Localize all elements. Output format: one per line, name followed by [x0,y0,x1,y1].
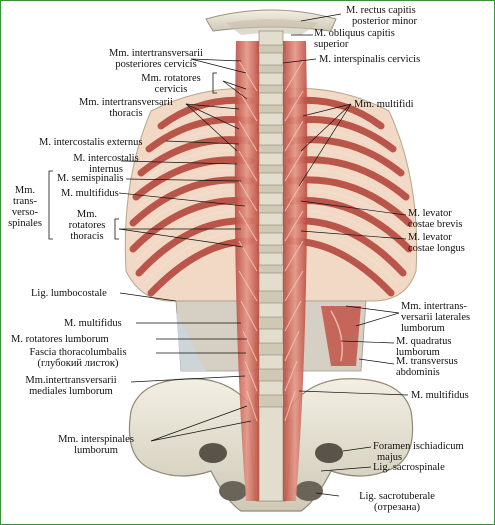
label-levator-costae-brevis: M. levator costae brevis [408,208,463,230]
label-intertransversarii-posteriores-cervicis: Mm. intertransversarii posteriores cervi… [109,48,203,70]
label-quadratus-lumborum: M. quadratus lumborum [396,336,452,358]
label-obliquus-capitis: M. obliquus capitis superior [314,28,395,50]
label-intercostalis-externus: M. intercostalis externus [39,137,143,148]
label-rectus-capitis: M. rectus capitis posterior minor [346,5,418,27]
label-intertransversarii-laterales-lumborum: Mm. intertrans- versarii laterales lumbo… [401,301,471,334]
label-fascia-thoracolumbalis: Fascia thoracolumbalis (глубокий листок) [29,347,127,369]
occipital-bone [205,9,337,35]
label-transversospinales: Mm. trans- verso- spinales [8,185,42,229]
label-intercostalis-internus: M. intercostalis internus [73,153,139,175]
label-semispinalis: M. semispinalis [57,173,124,184]
label-multifidus-mid: M. multifidus [64,318,122,329]
label-brackets [48,72,217,240]
label-intertransversarii-mediales-lumborum: Mm.intertransversarii mediales lumborum [25,375,117,397]
label-rotatores-cervicis: Mm. rotatores cervicis [141,73,201,95]
label-rotatores-thoracis: Mm. rotatores thoracis [68,209,106,242]
label-multifidus-upper: M. multifidus [61,188,119,199]
label-interspinales-lumborum: Mm. interspinales lumborum [58,434,134,456]
label-multifidus-low: M. multifidus [411,390,469,401]
transversospinal-muscles [234,41,308,501]
label-foramen-ischiadicum-majus: Foramen ischiadicum majus [373,441,464,463]
label-transversus-abdominis: M. transversus abdominis [396,356,458,378]
label-multifidi: Mm. multifidi [354,99,414,110]
label-lig-lumbocostale: Lig. lumbocostale [31,288,107,299]
label-lig-sacrospinale: Lig. sacrospinale [373,462,445,473]
label-intertransversarii-thoracis: Mm. intertransversarii thoracis [79,97,173,119]
label-rotatores-lumborum: M. rotatores lumborum [11,334,109,345]
label-interspinalis-cervicis: M. interspinalis cervicis [319,54,421,65]
label-levator-costae-longus: M. levator costae longus [408,232,465,254]
vertebral-column [254,30,288,502]
label-lig-sacrotuberale: Lig. sacrotuberale (отрезана) [359,491,435,513]
leader-lines [118,13,409,497]
